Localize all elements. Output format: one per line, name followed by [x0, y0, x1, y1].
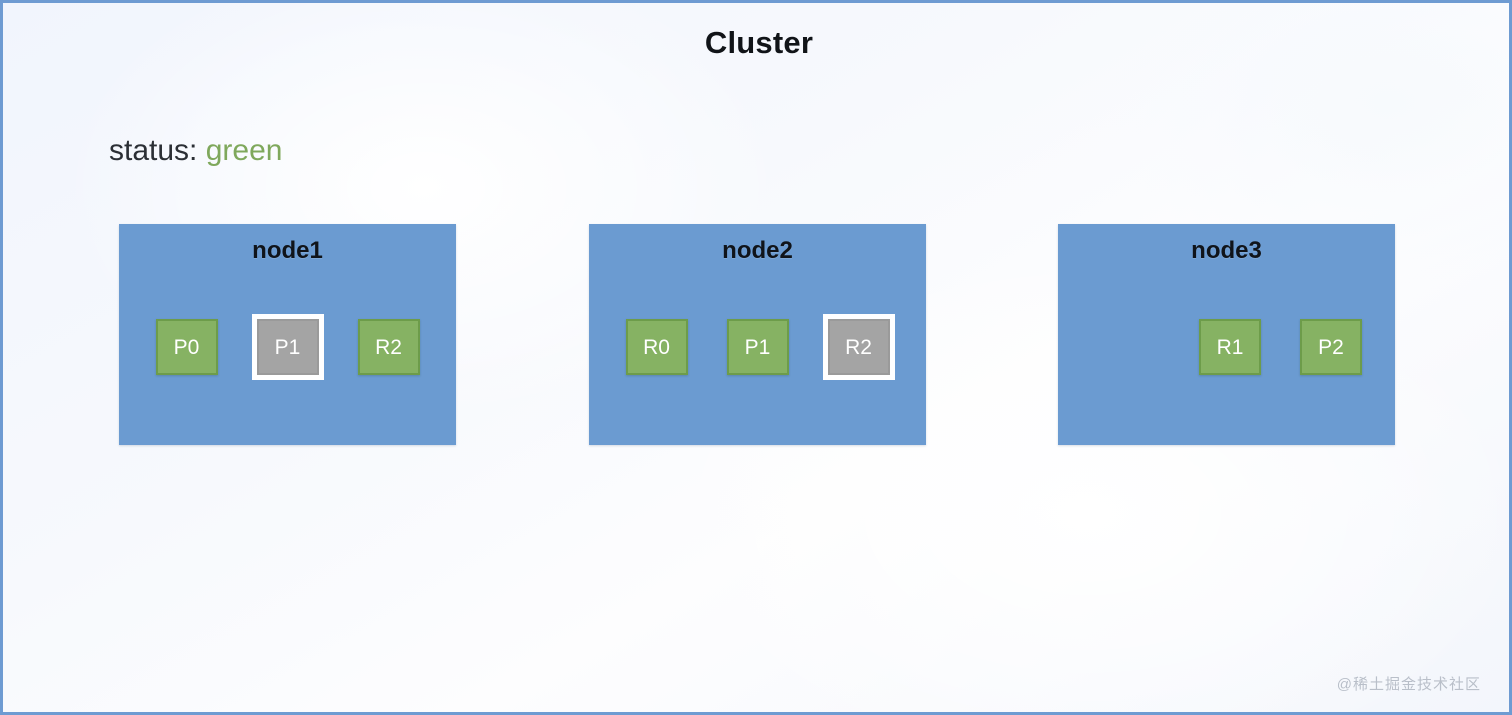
status-value: green: [205, 134, 283, 167]
status-label: status:: [109, 134, 198, 167]
shard-r1[interactable]: R1: [1199, 319, 1261, 375]
shard-row: R1 P2: [1058, 309, 1395, 385]
node-title: node2: [722, 237, 793, 264]
shard-p2[interactable]: P2: [1300, 319, 1362, 375]
shard-r2-highlighted[interactable]: R2: [822, 314, 895, 380]
shard-p1-highlighted[interactable]: P1: [251, 314, 324, 380]
node-title: node3: [1191, 237, 1262, 264]
shard-r0[interactable]: R0: [625, 319, 688, 375]
node-box-node1[interactable]: node1 P0 P1 R2: [119, 224, 456, 445]
shard-row: P0 P1 R2: [119, 309, 456, 385]
watermark: @稀土掘金技术社区: [1336, 676, 1481, 693]
shard-p1[interactable]: P1: [726, 319, 789, 375]
shard-row: R0 P1 R2: [589, 309, 926, 385]
node-box-node2[interactable]: node2 R0 P1 R2: [589, 224, 926, 445]
shard-r2[interactable]: R2: [357, 319, 420, 375]
node-title: node1: [252, 237, 323, 264]
page-title: Cluster: [704, 25, 814, 60]
cluster-status: status: green: [109, 134, 282, 168]
shard-p0[interactable]: P0: [155, 319, 218, 375]
node-box-node3[interactable]: node3 R1 P2: [1058, 224, 1395, 445]
